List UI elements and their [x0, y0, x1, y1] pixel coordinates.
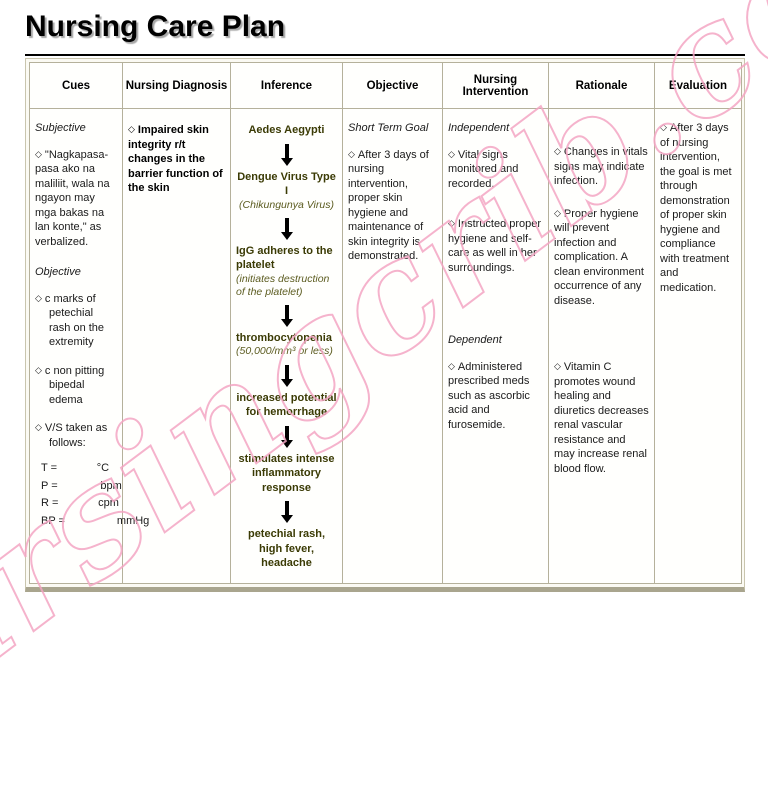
flow-step: thrombocytopenia (50,000/mm³ or less): [236, 331, 333, 358]
intervention-hygiene: ◇Instructed proper hygiene and self-care…: [448, 218, 542, 274]
cell-nursing-intervention: Independent ◇Vital signs monitored and r…: [442, 108, 549, 584]
diagnosis-item: ◇Impaired skin integrity r/t changes in …: [128, 124, 223, 195]
header-nursing-diagnosis: Nursing Diagnosis: [122, 62, 231, 109]
down-arrow-icon: [284, 143, 289, 158]
header-nursing-intervention: Nursing Intervention: [442, 62, 549, 109]
vital-pulse: P = bpm: [41, 479, 122, 492]
cue-edema: ◇c non pitting bipedal edema: [35, 364, 105, 406]
flow-step: petechial rash, high fever, headache: [247, 528, 326, 570]
title-underline: [25, 54, 745, 56]
care-plan-table: Cues Nursing Diagnosis Inference Objecti…: [25, 58, 745, 592]
cue-rash: ◇c marks of petechial rash on the extrem…: [35, 292, 105, 349]
cue-vital-signs: ◇V/S taken as follows:: [35, 422, 108, 449]
flow-step: increased potential for hemorrhage: [236, 391, 337, 419]
diamond-bullet-icon: ◇: [660, 122, 667, 132]
cell-nursing-diagnosis: ◇Impaired skin integrity r/t changes in …: [122, 108, 231, 584]
vital-resp: R = cpm: [41, 497, 119, 510]
cell-cues: Subjective ◇"Nagkapasa-pasa ako na malil…: [29, 108, 149, 584]
header-evaluation: Evaluation: [654, 62, 742, 109]
subjective-label: Subjective: [35, 122, 86, 134]
flow-step: Dengue Virus Type I (Chikungunya Virus): [237, 170, 336, 211]
down-arrow-icon: [284, 217, 289, 232]
rationale-hygiene: ◇Proper hygiene will prevent infection a…: [554, 207, 644, 307]
cell-objective: Short Term Goal ◇After 3 days of nursing…: [342, 108, 443, 584]
diamond-bullet-icon: ◇: [128, 124, 135, 134]
down-arrow-icon: [284, 501, 289, 516]
intervention-vitals: ◇Vital signs monitored and recorded.: [448, 148, 519, 190]
header-row: Cues Nursing Diagnosis Inference Objecti…: [29, 62, 742, 109]
cell-inference: Aedes Aegypti Dengue Virus Type I (Chiku…: [230, 108, 343, 584]
down-arrow-icon: [284, 425, 289, 440]
body-row: Subjective ◇"Nagkapasa-pasa ako na malil…: [29, 108, 742, 584]
diamond-bullet-icon: ◇: [35, 292, 42, 303]
diamond-bullet-icon: ◇: [35, 364, 42, 375]
intervention-meds: ◇Administered prescribed meds such as as…: [448, 360, 530, 431]
diamond-bullet-icon: ◇: [448, 148, 455, 159]
vital-temp: T = °C: [41, 462, 110, 475]
cell-evaluation: ◇After 3 days of nursing intervention, t…: [654, 108, 742, 584]
objective-item: ◇After 3 days of nursing intervention, p…: [348, 148, 429, 263]
down-arrow-icon: [284, 304, 289, 319]
diamond-bullet-icon: ◇: [554, 146, 561, 156]
rationale-vitamin-c: ◇Vitamin C promotes wound healing and di…: [554, 361, 649, 475]
diamond-bullet-icon: ◇: [348, 148, 355, 159]
header-inference: Inference: [230, 62, 343, 109]
rationale-vitals: ◇Changes in vitals signs may indicate in…: [554, 146, 648, 188]
cell-rationale: ◇Changes in vitals signs may indicate in…: [548, 108, 655, 584]
vital-signs-values: T = °C P = bpm R = cpm BP = mmHg: [41, 460, 149, 530]
down-arrow-icon: [284, 364, 289, 379]
flow-step: IgG adheres to the platelet (initiates d…: [236, 244, 333, 298]
objective-label: Objective: [35, 266, 81, 279]
diamond-bullet-icon: ◇: [448, 218, 455, 229]
evaluation-item: ◇After 3 days of nursing intervention, t…: [660, 122, 732, 294]
header-cues: Cues: [29, 62, 123, 109]
diamond-bullet-icon: ◇: [35, 148, 42, 159]
independent-label: Independent: [448, 122, 510, 134]
diamond-bullet-icon: ◇: [554, 361, 561, 372]
flow-step: Aedes Aegypti: [248, 124, 325, 136]
nursing-care-plan-page: Nursing Care Plan Cues Nursing Diagnosis…: [0, 0, 768, 593]
dependent-label: Dependent: [448, 334, 502, 347]
header-objective: Objective: [342, 62, 443, 109]
diamond-bullet-icon: ◇: [554, 207, 561, 218]
flow-step: stimulates intense inflammatory response: [238, 452, 335, 494]
header-rationale: Rationale: [548, 62, 655, 109]
page-title: Nursing Care Plan: [25, 10, 286, 43]
diamond-bullet-icon: ◇: [35, 422, 42, 433]
short-term-goal-label: Short Term Goal: [348, 122, 429, 134]
subjective-quote: ◇"Nagkapasa-pasa ako na maliliit, wala n…: [35, 148, 110, 248]
diamond-bullet-icon: ◇: [448, 360, 455, 371]
vital-bp: BP = mmHg: [41, 515, 150, 528]
